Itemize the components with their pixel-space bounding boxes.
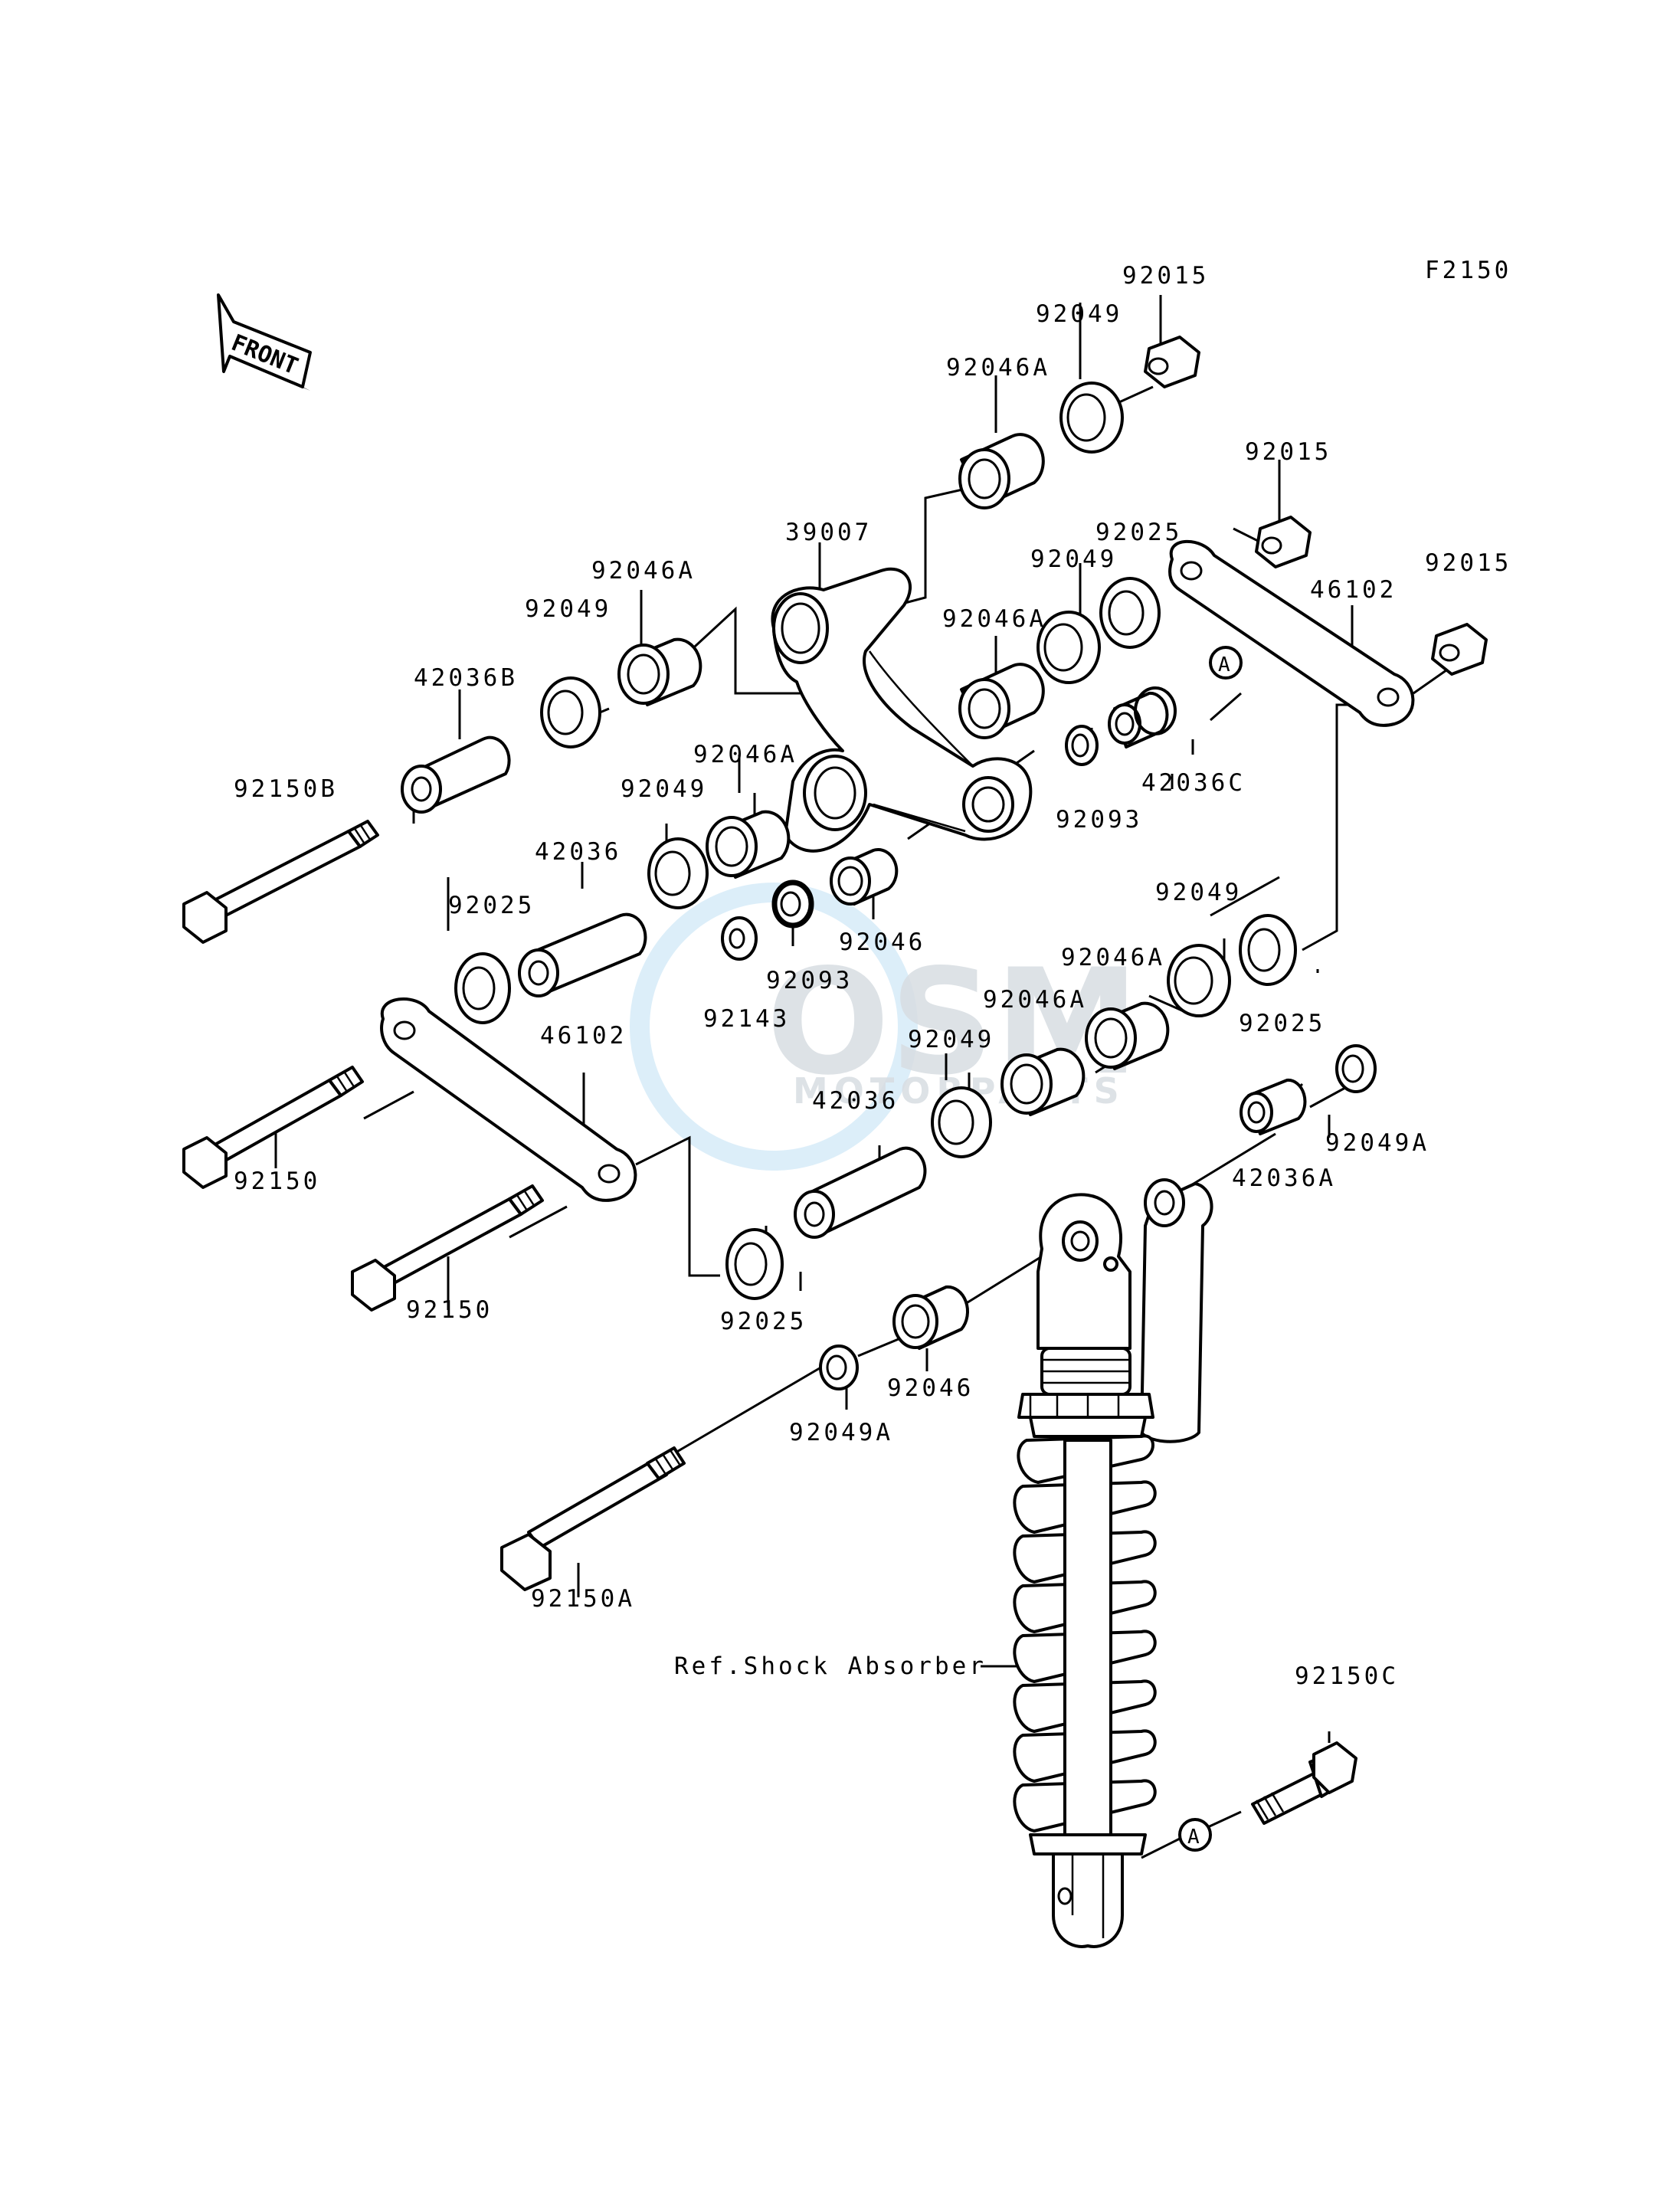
- label-92046: 92046: [839, 929, 925, 956]
- svg-text:A: A: [1187, 1826, 1200, 1849]
- part-42036-sleeve-left[interactable]: [518, 912, 647, 997]
- label-92150C: 92150C: [1295, 1662, 1399, 1690]
- part-92150-bolt-left[interactable]: [182, 1066, 364, 1189]
- part-92046A-bearing-lower[interactable]: [706, 810, 791, 879]
- part-92150A-bolt[interactable]: [500, 1446, 686, 1591]
- part-92046A-bearing-left[interactable]: [617, 637, 702, 706]
- part-42036B-sleeve[interactable]: [401, 735, 511, 814]
- part-92049-collar-top[interactable]: [1059, 382, 1124, 454]
- part-92049A-collar-lower[interactable]: [819, 1345, 859, 1390]
- label-92015-top: 92015: [1122, 262, 1209, 290]
- label-92046A-left: 92046A: [591, 557, 696, 585]
- part-92150C-bolt[interactable]: [1251, 1741, 1357, 1825]
- label-46102-left: 46102: [540, 1022, 627, 1050]
- label-92025-left: 92025: [448, 892, 535, 919]
- part-shock-absorber: [1013, 1178, 1213, 1948]
- label-92049A-right: 92049A: [1325, 1129, 1429, 1157]
- part-92049-collar-center[interactable]: [647, 837, 709, 909]
- part-92049-collar-upper-right[interactable]: [1036, 611, 1101, 684]
- label-92046A-lower: 92046A: [693, 741, 797, 768]
- label-92093-center: 92093: [766, 967, 853, 994]
- part-42036C-collar[interactable]: [1108, 686, 1177, 748]
- label-92025-top: 92025: [1095, 519, 1182, 546]
- part-92025-washer-top[interactable]: [1099, 577, 1161, 649]
- part-92150B-bolt[interactable]: [182, 820, 379, 944]
- label-92150B: 92150B: [234, 775, 338, 803]
- part-42036A-sleeve[interactable]: [1240, 1078, 1307, 1135]
- label-92046A-center: 92046A: [942, 605, 1046, 633]
- part-92015-nut-right[interactable]: [1431, 623, 1488, 676]
- part-46102-tie-rod-right[interactable]: [1168, 539, 1415, 727]
- part-92015-nut-top[interactable]: [1144, 336, 1200, 388]
- label-92093-right: 92093: [1056, 806, 1142, 834]
- ref-marker-a-top: A: [1209, 646, 1243, 680]
- part-92025-washer-lower[interactable]: [725, 1228, 784, 1300]
- ref-marker-a-bottom: A: [1178, 1818, 1212, 1852]
- part-92150-bolt-lower[interactable]: [351, 1184, 544, 1312]
- label-92049-right: 92049: [1155, 879, 1242, 906]
- part-labels: 92015 92049 92046A 92015 39007 92025 920…: [234, 262, 1511, 1690]
- label-92046A-right-2: 92046A: [983, 986, 1087, 1014]
- svg-text:A: A: [1218, 653, 1230, 676]
- part-92093-seal-right[interactable]: [1065, 725, 1099, 766]
- label-92049-top: 92049: [1036, 300, 1122, 328]
- part-92143-washer[interactable]: [721, 916, 758, 961]
- part-92025-washer-right[interactable]: [1239, 914, 1297, 986]
- label-ref-shock-absorber: Ref.Shock Absorber: [674, 1652, 987, 1680]
- part-46102-tie-rod-left[interactable]: [380, 997, 637, 1202]
- part-92046A-bearing-top[interactable]: [958, 433, 1045, 509]
- label-92150A: 92150A: [531, 1585, 635, 1613]
- label-42036-lower: 42036: [812, 1087, 899, 1115]
- label-92150-left: 92150: [234, 1168, 320, 1195]
- label-92015-right: 92015: [1425, 549, 1511, 577]
- part-92049-collar-right[interactable]: [1167, 944, 1231, 1017]
- label-92143: 92143: [703, 1005, 790, 1033]
- label-42036C: 42036C: [1141, 769, 1246, 797]
- diagram-code: F2150: [1425, 257, 1511, 284]
- part-92049-collar-lower[interactable]: [931, 1086, 992, 1158]
- label-92049-upper-right: 92049: [1030, 545, 1117, 573]
- label-92025-right: 92025: [1239, 1010, 1325, 1037]
- part-42036-sleeve-lower[interactable]: [794, 1146, 927, 1239]
- part-92025-washer-left[interactable]: [454, 952, 511, 1024]
- label-92150-lower: 92150: [406, 1296, 493, 1324]
- part-39007-rocker-arm[interactable]: [771, 567, 1033, 853]
- label-92046-lower: 92046: [887, 1374, 974, 1402]
- front-direction-arrow: FRONT: [217, 293, 312, 391]
- part-92046A-bearing-right-2[interactable]: [1000, 1047, 1086, 1116]
- part-92046A-bearing-right[interactable]: [1085, 1001, 1170, 1070]
- label-42036-left: 42036: [535, 838, 621, 866]
- label-92046A-right: 92046A: [1061, 944, 1165, 971]
- part-92049A-collar-right[interactable]: [1335, 1044, 1377, 1093]
- label-42036B: 42036B: [414, 664, 518, 692]
- watermark-globe: [630, 883, 918, 1171]
- label-92046A-top: 92046A: [946, 354, 1050, 382]
- label-92025-lower: 92025: [720, 1308, 807, 1335]
- label-92049A-lower: 92049A: [789, 1419, 893, 1446]
- label-46102-right: 46102: [1310, 576, 1397, 604]
- label-92049-center: 92049: [621, 775, 707, 803]
- label-92049-left: 92049: [525, 595, 611, 623]
- part-92015-nut-mid[interactable]: [1255, 516, 1312, 568]
- label-39007: 39007: [785, 519, 872, 546]
- label-42036A: 42036A: [1232, 1164, 1336, 1192]
- label-92049-lower: 92049: [908, 1026, 994, 1053]
- part-92046-bearing-small[interactable]: [830, 848, 899, 906]
- part-92046-bearing-lower[interactable]: [892, 1285, 969, 1350]
- label-92015-mid: 92015: [1245, 438, 1331, 466]
- part-92049-collar-left[interactable]: [540, 676, 601, 748]
- part-92093-seal-center[interactable]: [771, 879, 814, 929]
- part-92046A-bearing-center[interactable]: [958, 663, 1045, 739]
